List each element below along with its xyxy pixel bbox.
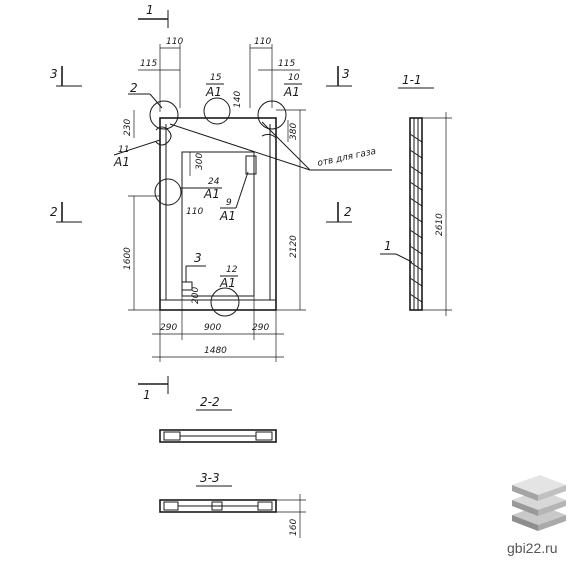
- dim-110-left: 110: [166, 37, 183, 47]
- callout-9-bot: А1: [219, 209, 236, 223]
- watermark: gbi22.ru: [507, 475, 566, 556]
- section-1-1-title: 1-1: [402, 73, 422, 87]
- dim-115-right: 115: [278, 59, 295, 69]
- section-3-3-body: [159, 499, 277, 513]
- embed-plate-3: [181, 281, 193, 291]
- dim-110-right: 110: [254, 37, 271, 47]
- callout-11-bot: А1: [113, 155, 130, 169]
- section-3-3: 3-3 160: [159, 471, 306, 538]
- callout-3: 3: [185, 251, 206, 282]
- callout-10-bot: А1: [283, 85, 300, 99]
- panel-opening: [181, 151, 255, 297]
- panel-outline: [159, 117, 277, 311]
- cut-marker-1-bottom: 1: [138, 376, 169, 402]
- embed-circle-24: [154, 178, 182, 206]
- callout-11-top: 11: [118, 145, 129, 155]
- loop-hook-left: [155, 126, 172, 146]
- callout-24-bot: А1: [203, 187, 220, 201]
- dim-900: 900: [204, 323, 221, 333]
- callout-3-label: 3: [194, 251, 202, 265]
- dim-115-left: 115: [140, 59, 157, 69]
- panel-plan: [159, 117, 277, 311]
- callout-2: 2: [128, 81, 163, 109]
- embed-circle-12: [210, 287, 240, 317]
- section-2-2: 2-2: [159, 395, 277, 443]
- cut-label-1-top: 1: [146, 3, 154, 17]
- loop-hook-right: [261, 133, 277, 139]
- stack-logo-icon: [512, 475, 566, 531]
- callout-12: 12 А1: [219, 265, 238, 290]
- section-2-2-title: 2-2: [200, 395, 220, 409]
- embed-plate-9: [245, 155, 257, 175]
- callout-9-top: 9: [226, 198, 232, 208]
- dim-200: 200: [191, 287, 201, 304]
- cut-marker-3-right: 3: [326, 66, 352, 87]
- callout-2-label: 2: [130, 81, 138, 95]
- cut-marker-2-left: 2: [50, 202, 82, 223]
- callout-24: 24 А1: [180, 177, 222, 201]
- dim-290-right: 290: [252, 323, 269, 333]
- dim-1600: 1600: [123, 247, 133, 270]
- callout-15: 15 А1: [205, 73, 224, 99]
- section-1-1-body: [409, 117, 423, 311]
- section-1-1: 1-1 2610 1: [380, 73, 452, 316]
- cut-marker-1-top: 1: [138, 3, 169, 28]
- cut-marker-2-right: 2: [326, 202, 352, 223]
- leader-gas-2: [261, 121, 311, 171]
- callout-24-top: 24: [208, 177, 220, 187]
- callout-15-top: 15: [210, 73, 222, 83]
- embed-circle-2: [149, 100, 179, 130]
- top-dims-left: 110 115: [138, 37, 183, 112]
- cut-label-3-right: 3: [342, 67, 350, 81]
- dim-230: 230: [123, 119, 133, 136]
- callout-11: 11 А1: [113, 139, 161, 169]
- dim-140: 140: [233, 91, 243, 108]
- callout-1-label: 1: [384, 239, 392, 253]
- cut-label-1-bottom: 1: [143, 388, 151, 402]
- dim-380: 380: [289, 123, 299, 140]
- bottom-dims: 290 900 290 1480: [152, 296, 284, 362]
- callout-12-top: 12: [226, 265, 238, 275]
- dim-2120: 2120: [289, 235, 299, 258]
- section-3-3-title: 3-3: [200, 471, 220, 485]
- cut-label-3-left: 3: [50, 67, 58, 81]
- callout-12-bot: А1: [219, 276, 236, 290]
- top-dims-right: 110 115: [249, 37, 300, 108]
- watermark-text: gbi22.ru: [507, 540, 558, 556]
- cut-label-2-left: 2: [50, 205, 58, 219]
- cut-marker-3-left: 3: [50, 66, 82, 87]
- cut-label-2-right: 2: [344, 205, 352, 219]
- section-2-2-body: [159, 429, 277, 443]
- leader-gas-1: [169, 123, 311, 171]
- gas-hole-note: отв для газа: [317, 147, 377, 169]
- callout-10: 10 А1: [283, 73, 302, 99]
- dim-300: 300: [195, 153, 205, 170]
- dim-160: 160: [289, 519, 299, 536]
- callout-15-bot: А1: [205, 85, 222, 99]
- callout-9: 9 А1: [219, 171, 249, 223]
- callout-10-top: 10: [288, 73, 300, 83]
- dim-1480: 1480: [204, 346, 227, 356]
- embed-circle-15: [203, 97, 231, 125]
- dim-290-left: 290: [160, 323, 177, 333]
- dim-2610: 2610: [435, 213, 445, 236]
- dim-110-inner: 110: [186, 207, 203, 217]
